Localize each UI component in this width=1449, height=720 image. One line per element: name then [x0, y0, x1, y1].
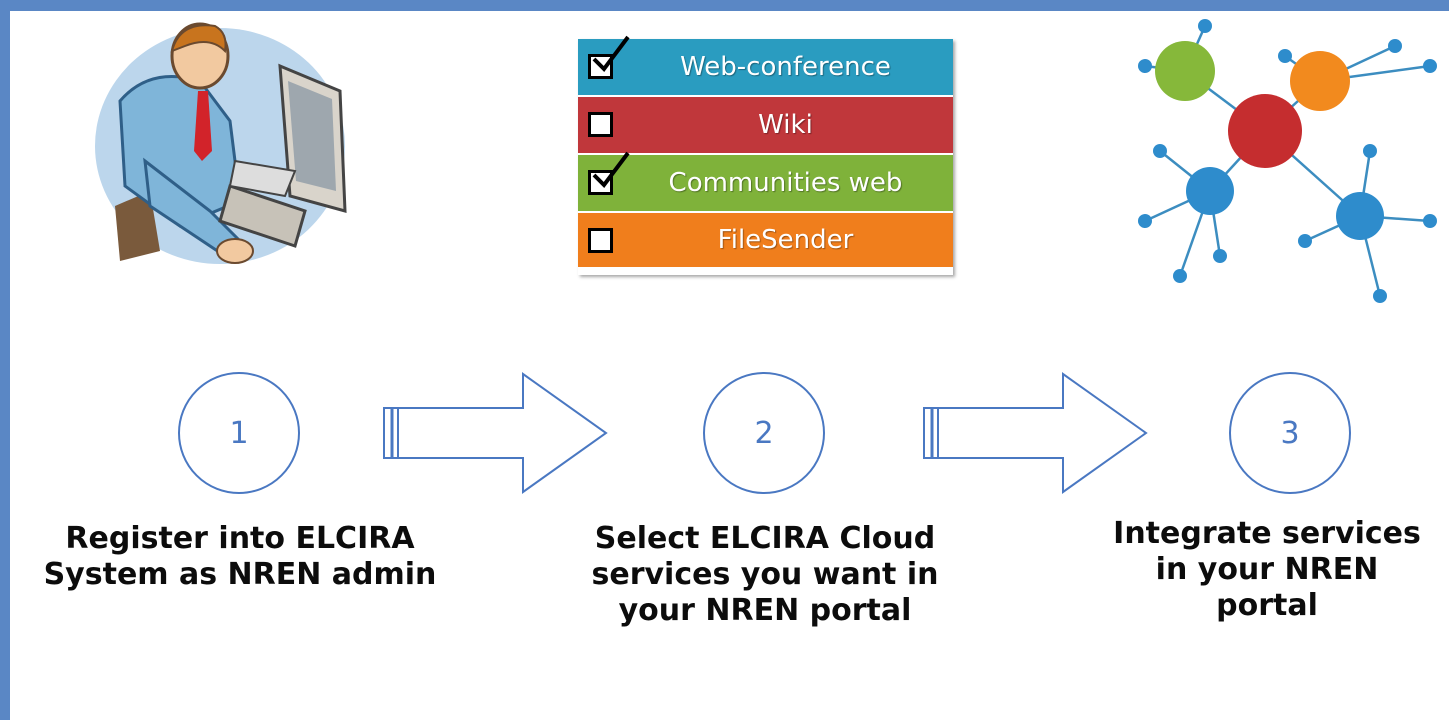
service-row-wiki[interactable]: Wiki [578, 97, 953, 153]
step-1-text: Register into ELCIRA System as NREN admi… [30, 521, 450, 593]
service-row-web-conference[interactable]: Web-conference [578, 35, 953, 95]
service-row-filesender[interactable]: FileSender [578, 213, 953, 267]
person-at-computer-icon [95, 22, 347, 264]
service-label: Web-conference [680, 52, 891, 82]
checkbox[interactable] [588, 228, 613, 253]
service-label: FileSender [717, 225, 854, 255]
service-row-communities-web[interactable]: Communities web [578, 151, 953, 211]
service-label: Communities web [668, 168, 903, 198]
step-line: Integrate services [1113, 516, 1421, 551]
right-arrow-icon [923, 372, 1148, 494]
slide-canvas: Web-conference Wiki Communities web File… [10, 11, 1449, 720]
step-line: portal [1216, 588, 1318, 623]
step-line: Register into ELCIRA [65, 521, 415, 556]
right-arrow-icon [383, 372, 608, 494]
step-line: your NREN portal [618, 593, 912, 628]
step-number: 2 [754, 415, 774, 451]
step-line: services you want in [591, 557, 939, 592]
step-2-circle: 2 [703, 372, 825, 494]
checkmark-icon [592, 35, 630, 73]
step-2-text: Select ELCIRA Cloud services you want in… [555, 521, 975, 629]
checkbox[interactable] [588, 112, 613, 137]
network-graph-icon [1138, 19, 1437, 303]
step-1-circle: 1 [178, 372, 300, 494]
step-number: 3 [1280, 415, 1300, 451]
step-line: Select ELCIRA Cloud [594, 521, 936, 556]
step-number: 1 [229, 415, 249, 451]
step-3-circle: 3 [1229, 372, 1351, 494]
checkmark-icon [592, 151, 630, 189]
services-checklist: Web-conference Wiki Communities web File… [578, 35, 953, 275]
step-3-text: Integrate services in your NREN portal [1085, 516, 1449, 624]
checkbox[interactable] [588, 170, 613, 195]
step-line: System as NREN admin [43, 557, 437, 592]
service-label: Wiki [758, 110, 813, 140]
step-line: in your NREN [1155, 552, 1379, 587]
